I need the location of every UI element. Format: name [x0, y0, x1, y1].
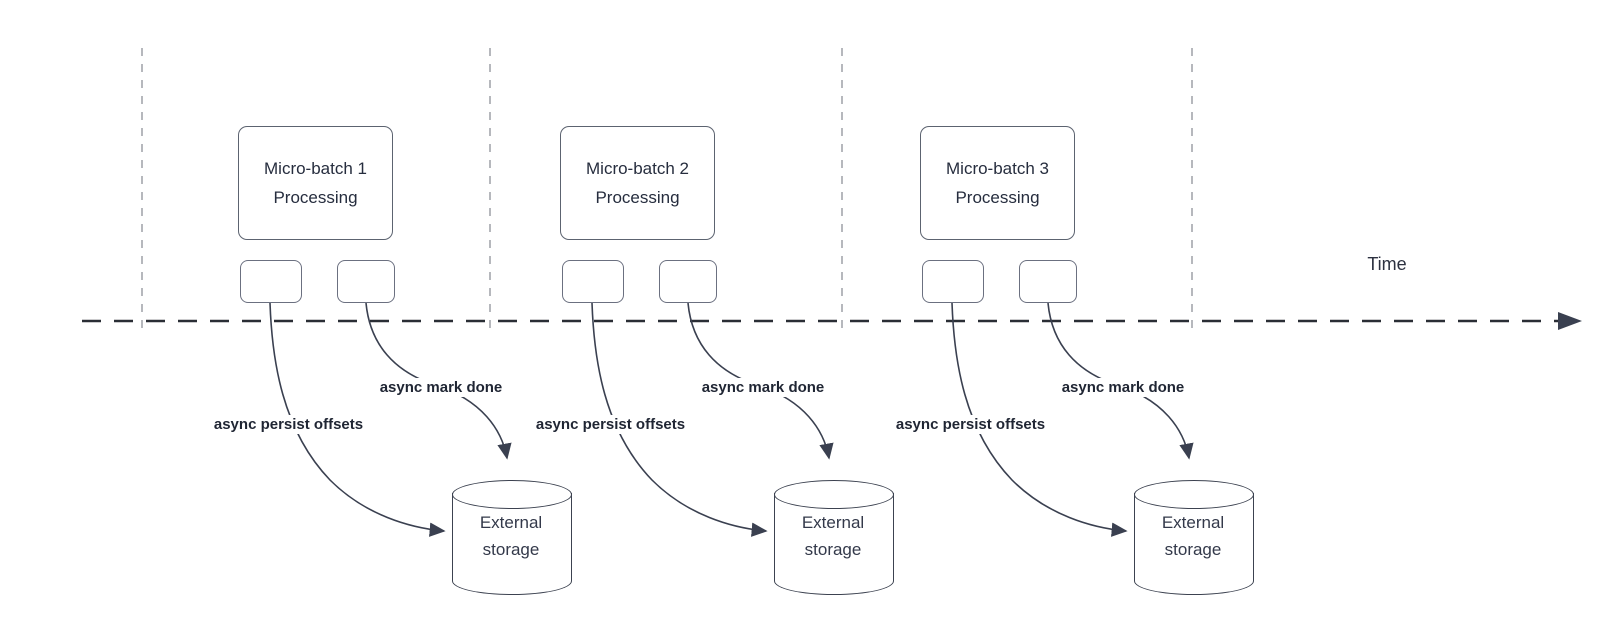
mark-done-task-box-1: [337, 260, 395, 303]
persist-offsets-arrow-1: [269, 302, 446, 537]
external-storage-cylinder-top-2: [774, 480, 894, 509]
processing-box-title-line2: Processing: [595, 188, 680, 207]
persist-offsets-label-3: async persist offsets: [873, 415, 1068, 434]
micro-batch-group-2: Micro-batch 2 Processing async persist o…: [513, 0, 910, 642]
micro-batch-group-3: Micro-batch 3 Processing async persist o…: [873, 0, 1270, 642]
persist-offsets-arrow-2: [591, 302, 768, 537]
micro-batch-2-processing-box: Micro-batch 2 Processing: [560, 126, 715, 240]
micro-batch-1-processing-box: Micro-batch 1 Processing: [238, 126, 393, 240]
micro-batch-group-1: Micro-batch 1 Processing async persist o…: [191, 0, 588, 642]
mark-done-label-1: async mark done: [366, 378, 516, 397]
mark-done-label-3: async mark done: [1048, 378, 1198, 397]
external-storage-cylinder-top-1: [452, 480, 572, 509]
storage-label-line1: External: [801, 513, 865, 532]
micro-batch-3-processing-box: Micro-batch 3 Processing: [920, 126, 1075, 240]
processing-box-title-line1: Micro-batch 1: [264, 159, 367, 178]
processing-box-title-line1: Micro-batch 3: [946, 159, 1049, 178]
persist-offsets-label-1: async persist offsets: [191, 415, 386, 434]
storage-label-line2: storage: [482, 540, 540, 559]
processing-box-title-line2: Processing: [273, 188, 358, 207]
external-storage-cylinder-top-3: [1134, 480, 1254, 509]
storage-label-line1: External: [479, 513, 543, 532]
external-storage-cylinder-2: [774, 493, 894, 595]
external-storage-label-3: External storage: [1134, 509, 1252, 563]
persist-offsets-task-box-1: [240, 260, 302, 303]
timeline-arrowhead-icon: [1558, 312, 1582, 330]
mark-done-label-2: async mark done: [688, 378, 838, 397]
persist-offsets-label-2: async persist offsets: [513, 415, 708, 434]
storage-label-line2: storage: [1164, 540, 1222, 559]
mark-done-task-box-2: [659, 260, 717, 303]
time-axis-label: Time: [1367, 254, 1407, 274]
storage-label-line1: External: [1161, 513, 1225, 532]
external-storage-cylinder-1: [452, 493, 572, 595]
persist-offsets-task-box-3: [922, 260, 984, 303]
mark-done-task-box-3: [1019, 260, 1077, 303]
persist-offsets-arrow-3: [951, 302, 1128, 537]
storage-label-line2: storage: [804, 540, 862, 559]
external-storage-cylinder-3: [1134, 493, 1254, 595]
external-storage-label-1: External storage: [452, 509, 570, 563]
processing-box-title-line2: Processing: [955, 188, 1040, 207]
persist-offsets-task-box-2: [562, 260, 624, 303]
external-storage-label-2: External storage: [774, 509, 892, 563]
processing-box-title-line1: Micro-batch 2: [586, 159, 689, 178]
